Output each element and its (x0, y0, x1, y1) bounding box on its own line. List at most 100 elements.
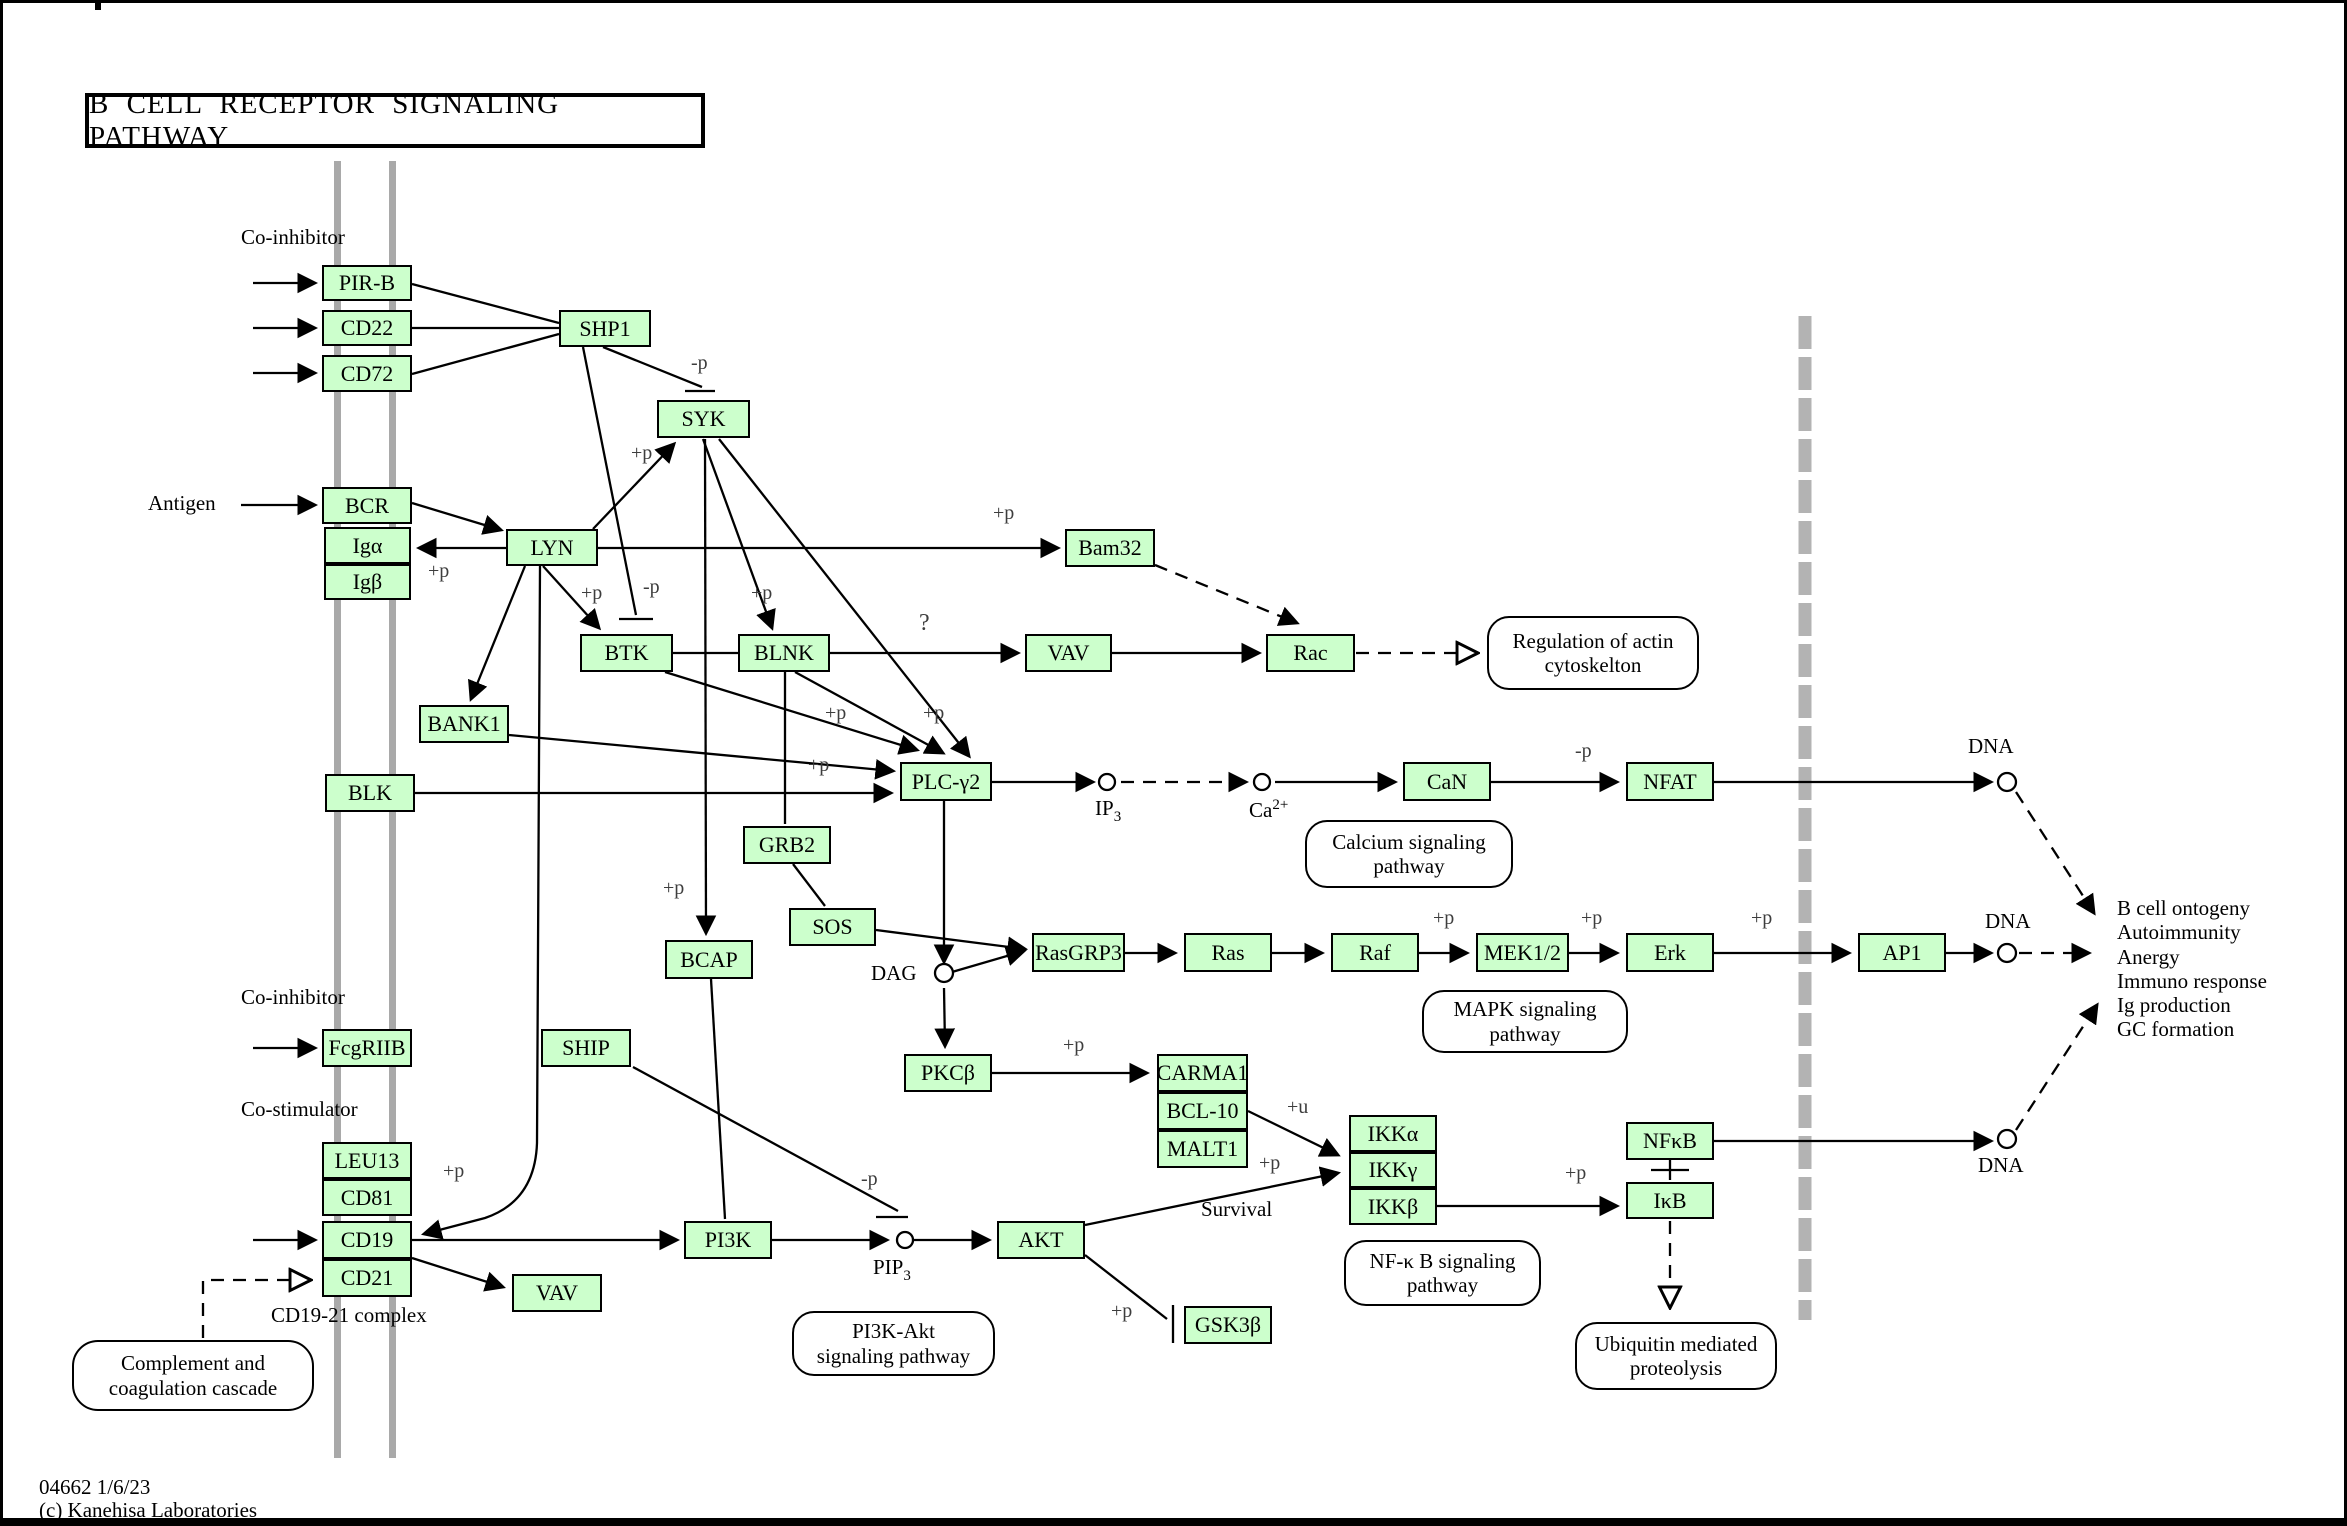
relation-plus-p-syk-bcap: +p (663, 877, 685, 899)
gene-box-pkc-beta[interactable]: PKCβ (904, 1054, 992, 1092)
gene-box-carma1[interactable]: CARMA1 (1157, 1054, 1248, 1092)
label-co-inhibitor-bottom: Co-inhibitor (241, 985, 345, 1009)
relation-plus-u-malt1-ikk: +u (1287, 1096, 1309, 1118)
relation-minus-p-ship-pip3: -p (861, 1168, 878, 1190)
gene-box-blnk[interactable]: BLNK (738, 634, 830, 672)
gene-box-ikk-beta[interactable]: IKKβ (1349, 1188, 1437, 1225)
label-antigen: Antigen (148, 491, 216, 515)
gene-box-cd72[interactable]: CD72 (322, 355, 412, 392)
relation-plus-p-btk-plc: +p (825, 702, 847, 724)
gene-box-vav-top[interactable]: VAV (1025, 634, 1112, 672)
relation-plus-p-mek-erk: +p (1581, 907, 1603, 929)
pip3-node[interactable] (895, 1230, 915, 1250)
label-dna-middle: DNA (1985, 909, 2031, 933)
output-item: Autoimmunity (2117, 920, 2241, 945)
relation-plus-p-lyn-btk: +p (581, 582, 603, 604)
gene-box-erk[interactable]: Erk (1626, 933, 1714, 972)
gene-box-btk[interactable]: BTK (580, 634, 673, 672)
dna-node-middle[interactable] (1996, 942, 2018, 964)
gene-box-cd81[interactable]: CD81 (322, 1179, 412, 1216)
relation-plus-p-pkc-carma1: +p (1063, 1034, 1085, 1056)
gene-box-cd19[interactable]: CD19 (322, 1221, 412, 1259)
gene-box-lyn[interactable]: LYN (506, 529, 598, 566)
label-dag: DAG (871, 961, 917, 985)
gene-box-nfat[interactable]: NFAT (1626, 762, 1714, 801)
gene-box-fcgriib[interactable]: FcgRIIB (322, 1029, 412, 1067)
pathway-link-pi3k-akt-signaling[interactable]: PI3K-Akt signaling pathway (792, 1311, 995, 1376)
gene-box-mek1-2[interactable]: MEK1/2 (1476, 933, 1569, 972)
copyright: (c) Kanehisa Laboratories (39, 1498, 258, 1522)
relation-plus-p-lyn-bam32: +p (993, 502, 1015, 524)
relation-plus-p-akt-gsk3b: +p (1111, 1300, 1133, 1322)
calcium-node[interactable] (1252, 772, 1272, 792)
label-survival: Survival (1201, 1197, 1273, 1221)
label-ip3: IP3 (1095, 796, 1122, 825)
relation-plus-p-blk-plc: +p (808, 754, 830, 776)
relation-plus-p-lyn-cd19: +p (443, 1160, 465, 1182)
pathway-link-complement-coagulation[interactable]: Complement and coagulation cascade (72, 1340, 314, 1411)
relation-question-blnk-vav: ? (919, 610, 930, 636)
gene-box-ras[interactable]: Ras (1184, 933, 1272, 972)
gene-box-grb2[interactable]: GRB2 (743, 826, 831, 864)
gene-box-ikb[interactable]: IκB (1626, 1182, 1714, 1219)
relation-minus-p-shp1-btk: -p (643, 576, 660, 598)
label-ca2plus: Ca2+ (1249, 797, 1289, 822)
gene-box-rasgrp3[interactable]: RasGRP3 (1032, 933, 1125, 972)
gene-box-ap1[interactable]: AP1 (1858, 933, 1946, 972)
gene-box-ship[interactable]: SHIP (541, 1029, 631, 1067)
gene-box-bcl-10[interactable]: BCL-10 (1157, 1092, 1248, 1130)
ip3-node[interactable] (1097, 772, 1117, 792)
gene-box-cd21[interactable]: CD21 (322, 1259, 412, 1297)
label-dna-bottom: DNA (1978, 1153, 2024, 1177)
gene-box-shp1[interactable]: SHP1 (559, 310, 651, 347)
gene-box-syk[interactable]: SYK (657, 400, 750, 438)
gene-box-blk[interactable]: BLK (325, 774, 415, 812)
gene-box-akt[interactable]: AKT (997, 1221, 1085, 1259)
gene-box-bam32[interactable]: Bam32 (1065, 529, 1155, 567)
relation-plus-p-lyn-iga: +p (428, 560, 450, 582)
gene-box-cd22[interactable]: CD22 (322, 310, 412, 346)
relation-plus-p-syk-plc: +p (923, 702, 945, 724)
dag-node[interactable] (933, 962, 955, 984)
gene-box-bcap[interactable]: BCAP (665, 940, 753, 979)
relation-plus-p-raf-mek: +p (1433, 907, 1455, 929)
gene-box-sos[interactable]: SOS (789, 908, 876, 946)
gene-box-pir-b[interactable]: PIR-B (322, 265, 412, 301)
gene-box-ikk-gamma[interactable]: IKKγ (1349, 1152, 1437, 1188)
pathway-link-mapk-signaling[interactable]: MAPK signaling pathway (1422, 990, 1628, 1053)
gene-box-pi3k[interactable]: PI3K (684, 1221, 772, 1259)
gene-box-leu13[interactable]: LEU13 (322, 1142, 412, 1179)
relation-plus-p-akt-ikk: +p (1259, 1152, 1281, 1174)
gene-box-vav-bottom[interactable]: VAV (512, 1274, 602, 1312)
gene-box-ig-beta[interactable]: Igβ (324, 564, 411, 600)
gene-box-bcr[interactable]: BCR (322, 487, 412, 524)
gene-box-raf[interactable]: Raf (1331, 933, 1419, 972)
dna-node-bottom[interactable] (1996, 1128, 2018, 1150)
gene-box-malt1[interactable]: MALT1 (1157, 1130, 1248, 1168)
pathway-outputs: B cell ontogeny Autoimmunity Anergy Immu… (2117, 896, 2267, 1042)
output-item: Anergy (2117, 944, 2180, 969)
label-dna-top: DNA (1968, 734, 2014, 758)
relation-plus-p-syk-blnk: +p (751, 582, 773, 604)
label-pip3: PIP3 (873, 1255, 911, 1284)
label-cd19-21-complex: CD19-21 complex (271, 1303, 427, 1327)
pathway-link-calcium-signaling[interactable]: Calcium signaling pathway (1305, 820, 1513, 888)
output-item: Immuno response (2117, 968, 2267, 993)
gene-box-rac[interactable]: Rac (1266, 634, 1355, 672)
page-title: B CELL RECEPTOR SIGNALING PATHWAY (85, 88, 705, 153)
pathway-link-actin-cytoskeleton[interactable]: Regulation of actin cytoskelton (1487, 616, 1699, 690)
gene-box-ig-alpha[interactable]: Igα (324, 527, 411, 564)
gene-box-plc-gamma2[interactable]: PLC-γ2 (900, 762, 992, 801)
gene-box-can[interactable]: CaN (1403, 762, 1491, 801)
pathway-link-nfkb-signaling[interactable]: NF-κ B signaling pathway (1344, 1240, 1541, 1306)
gene-box-nfkb[interactable]: NFκB (1626, 1122, 1714, 1160)
gene-box-bank1[interactable]: BANK1 (419, 705, 509, 743)
dna-node-top[interactable] (1996, 771, 2018, 793)
gene-box-gsk3-beta[interactable]: GSK3β (1184, 1306, 1272, 1344)
gene-box-ikk-alpha[interactable]: IKKα (1349, 1115, 1437, 1152)
pathway-link-ubiquitin-proteolysis[interactable]: Ubiquitin mediated proteolysis (1575, 1322, 1777, 1390)
map-id: 04662 1/6/23 (39, 1475, 151, 1499)
label-co-stimulator: Co-stimulator (241, 1097, 358, 1121)
relation-plus-p-ikkb-ikb: +p (1565, 1162, 1587, 1184)
